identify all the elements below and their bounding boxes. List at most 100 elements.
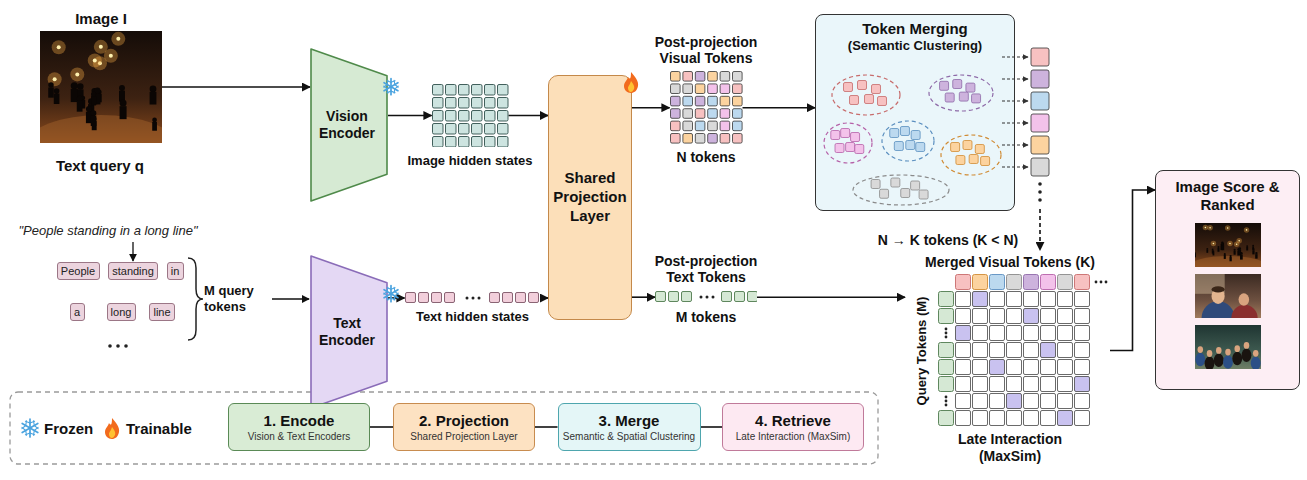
cluster-token [919, 190, 928, 199]
light [109, 54, 113, 58]
score-cell [956, 326, 971, 341]
score-cell [1041, 292, 1056, 307]
person-body [1213, 353, 1223, 367]
connector [632, 107, 670, 109]
token-cell [682, 96, 692, 106]
person-body [1195, 353, 1205, 367]
node-text: Shared Projection Layer [410, 431, 517, 442]
token-cell [445, 85, 456, 96]
score-cell [1075, 360, 1090, 375]
score-cell [1075, 377, 1090, 392]
score-cell [1024, 326, 1039, 341]
node-text: Late Interaction (MaxSim) [736, 431, 851, 442]
person-body [1240, 255, 1243, 260]
merge-arrow [1002, 166, 1028, 167]
token-cell [707, 96, 717, 106]
merged-token [956, 275, 971, 290]
score-cell [1041, 360, 1056, 375]
person-face [1225, 349, 1231, 356]
person-head [1217, 246, 1219, 248]
person-head [54, 88, 60, 94]
snowflake-branch [25, 430, 27, 435]
connector [162, 86, 310, 88]
snowflake-branch [387, 81, 391, 83]
dot [945, 404, 948, 407]
score-cell [973, 292, 988, 307]
cluster-token [981, 157, 990, 166]
token-cell [445, 111, 456, 122]
dot [1100, 281, 1103, 284]
token-cell [497, 137, 508, 148]
query-token [939, 343, 954, 358]
query-token: in [167, 262, 184, 280]
person-head [77, 83, 84, 90]
merge-arrow [1002, 100, 1028, 101]
dot [712, 296, 715, 299]
person-head [120, 100, 127, 107]
score-cell [973, 326, 988, 341]
token-cell [528, 293, 538, 303]
snowflake-arm [384, 290, 398, 298]
text-token-row: Post-projection Text TokensM tokens [646, 253, 766, 337]
token-cell [735, 292, 745, 302]
dot [945, 396, 948, 399]
person-body [77, 101, 83, 112]
connector [757, 296, 905, 298]
projection-layer: Shared Projection Layer [548, 75, 632, 320]
score-cell [990, 411, 1005, 426]
score-cell [990, 394, 1005, 409]
free-label: "People standing in a long line" [18, 223, 197, 238]
light-glow [111, 32, 125, 46]
light-glow [1224, 225, 1230, 231]
ranked-image [1195, 274, 1261, 318]
token-cell [471, 124, 482, 135]
connector [701, 426, 723, 428]
merge-arrow [1002, 78, 1028, 79]
snowflake-branch [384, 292, 387, 295]
token-cell [458, 137, 469, 148]
person-head [150, 86, 157, 93]
merge-arrow [1002, 56, 1028, 57]
token-cell [682, 72, 692, 82]
token-cell [732, 134, 742, 144]
query-token: standing [108, 262, 158, 280]
cluster-token [916, 143, 925, 152]
token-cell [748, 292, 758, 302]
maxsim-matrix: Merged Visual Tokens (K)Query Tokens (M)… [905, 250, 1115, 470]
token-cell [445, 124, 456, 135]
person-head [1229, 255, 1231, 257]
token-cell [682, 121, 692, 131]
light [1209, 227, 1211, 229]
score-cell [1007, 394, 1022, 409]
ground [1195, 256, 1261, 267]
token-cell [695, 109, 705, 119]
score-cell [1007, 292, 1022, 307]
node-text: a [74, 306, 80, 318]
token-cell [484, 124, 495, 135]
query-token: long [107, 303, 136, 321]
merged-token [1031, 114, 1049, 132]
node-text: Token Merging [862, 20, 968, 37]
person-body [152, 122, 157, 131]
query-token [939, 377, 954, 392]
dot [945, 400, 948, 403]
light-glow [1233, 241, 1239, 247]
person-head [1211, 249, 1213, 251]
token-cell [670, 121, 680, 131]
score-cell [956, 292, 971, 307]
person-head [1240, 252, 1243, 255]
snowflake-branch [22, 426, 26, 429]
tokenize-arrow [132, 242, 133, 261]
score-cell [1058, 343, 1073, 358]
node-text: Image I [75, 10, 127, 27]
flame-outer [624, 72, 638, 93]
trapezoid [311, 49, 387, 201]
free-label: N → K tokens (K < N) [878, 232, 1018, 248]
token-cell [497, 124, 508, 135]
person-body [1206, 250, 1208, 253]
score-cell [1058, 360, 1073, 375]
person-head [1246, 245, 1248, 247]
token-cell [418, 293, 428, 303]
merged-token-column [1028, 44, 1052, 209]
token-cell [432, 85, 443, 96]
